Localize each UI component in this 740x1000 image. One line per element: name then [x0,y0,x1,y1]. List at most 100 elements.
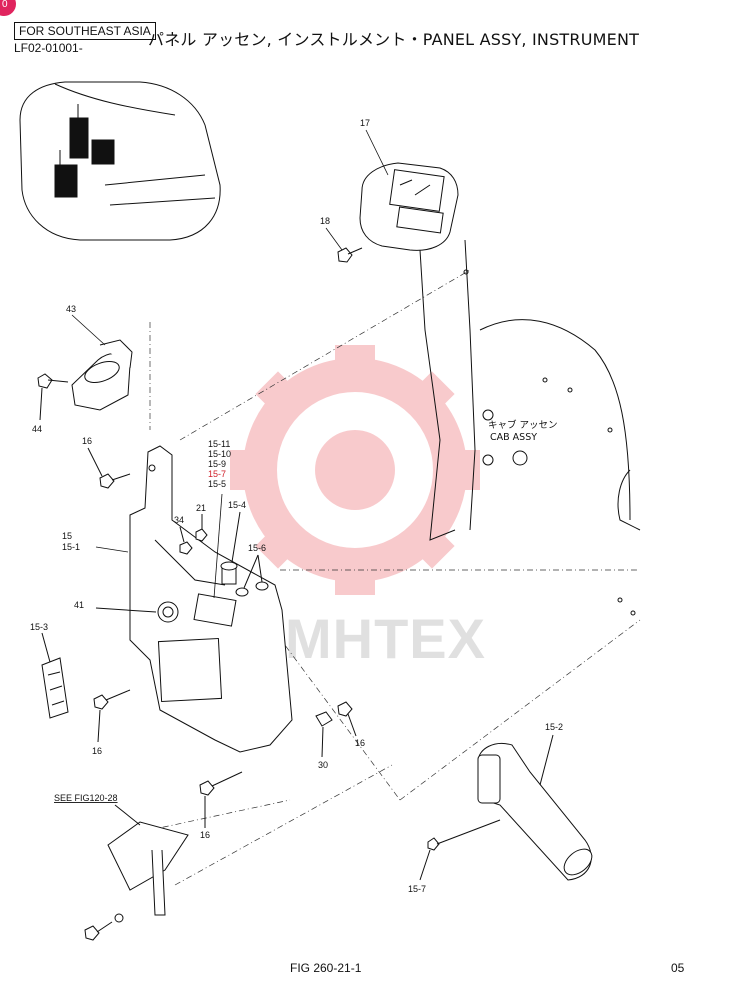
bolt-44-head [37,373,53,389]
page-title: パネル アッセン, インストルメント・PANEL ASSY, INSTRUMEN… [148,30,640,49]
bracket-plate [107,821,189,891]
leader-30 [321,726,324,758]
callout-15-2: 15-2 [545,722,563,732]
watermark-gear-tooth-left [230,450,260,490]
cab-wall-hole-1 [482,409,494,421]
monitor-screen [389,169,445,212]
cab-wall-hole-5 [567,387,573,393]
nut-21 [195,528,208,542]
part-15-panel [129,445,293,753]
switch-15-4-cap [220,561,238,571]
leader-18 [325,227,343,251]
screw-15-7 [427,837,440,851]
leader-16-left [97,709,101,743]
overview-cab-front [104,174,216,206]
panel-hole [148,464,156,472]
bolt-16-left-shank [105,689,131,701]
callout-15: 15 [62,531,72,541]
part-30-clip [315,711,333,758]
watermark-gear-logo [230,345,480,595]
callout-15-7-lower: 15-7 [408,884,426,894]
bolt-16-bottom-shank [211,771,243,787]
bolt-16-upper-shank [111,473,131,481]
switch-15-6-a [235,587,249,597]
leader-15-6-b [257,554,263,583]
watermark-gear-outer [243,358,467,582]
ref-line-seeFig [149,799,291,831]
panel-switch-recess [193,593,237,627]
callout-44: 44 [32,424,42,434]
callout-15-10: 15-10 [208,449,231,459]
reference-lines [149,269,641,886]
overview-console-left [54,164,78,198]
leader-34 [179,526,185,543]
cupholder-bracket [99,339,133,369]
screw-15-7-shank [436,819,501,845]
callout-15-11: 15-11 [208,439,230,449]
bracket-bolt-head [84,925,100,941]
callout-43: 43 [66,304,76,314]
see-fig-bracket [84,804,189,941]
leader-17 [365,129,389,176]
part-17-monitor [359,162,459,251]
ref-line-panel-cab [179,269,471,441]
bolt-16-upper [99,473,115,489]
bracket-washer [114,913,124,923]
cab-wall-edge [419,249,456,541]
cab-wall-window [617,469,641,531]
part-44-bolt [37,373,69,421]
ref-line-panel-duct [269,624,401,801]
monitor-gauge-1 [399,179,413,186]
ref-line-duct-cab [399,619,641,801]
callout-15-6: 15-6 [248,543,266,553]
leader-16-mid [347,713,357,737]
cab-wall-hole-8 [630,610,636,616]
leader-15-11 [213,493,223,599]
ref-line-bracket [174,764,393,886]
bracket-bolt-shank [96,921,113,933]
panel-window [157,637,223,703]
cover-15-3-slot-3 [51,700,65,706]
cab-wall-hole-9 [463,269,469,275]
see-fig-reference: SEE FIG120-28 [54,793,118,803]
figure-number: FIG 260-21-1 [290,961,362,975]
cab-wall-hole-3 [512,450,528,466]
switch-15-6-b [255,581,269,591]
overview-cab-roof [54,83,176,116]
leader-15-7-lower [419,849,431,881]
cab-assy-label-en: CAB ASSY [490,432,537,443]
callout-16-bottom: 16 [200,830,210,840]
watermark-gear-tooth-right [450,450,480,490]
duct-body [477,743,592,881]
cover-15-3-slot-1 [47,671,61,676]
leader-43 [71,314,106,346]
bolt-16-bottom [199,780,215,796]
watermark-gear-tooth-bottom [335,565,375,595]
leader-15-3 [41,632,51,663]
nut-34 [179,541,193,555]
part-18-bolt [337,247,363,263]
callout-15-4: 15-4 [228,500,246,510]
callout-15-9: 15-9 [208,459,226,469]
leader-15-6-a [243,554,259,589]
callout-21: 21 [196,503,206,513]
leader-see-fig [114,804,141,826]
part-15-3-cover [41,632,69,719]
duct-outlet [563,848,593,876]
leader-15-4 [231,511,241,563]
cab-assy-label-jp: キャブ アッセン [488,419,558,431]
callout-15-3: 15-3 [30,622,48,632]
machine-overview-sketch [19,81,221,241]
leader-41 [95,607,157,613]
callout-41: 41 [74,600,84,610]
bolt-16-left [93,694,109,710]
monitor-gauge-2 [414,184,431,196]
bolt-16-mid [337,701,353,717]
clip-30-body [315,711,333,727]
watermark-text: MHTEX [285,607,486,670]
parts-16-bolts [87,447,357,828]
leader-15-2 [539,734,554,786]
leader-16-upper [87,447,103,477]
